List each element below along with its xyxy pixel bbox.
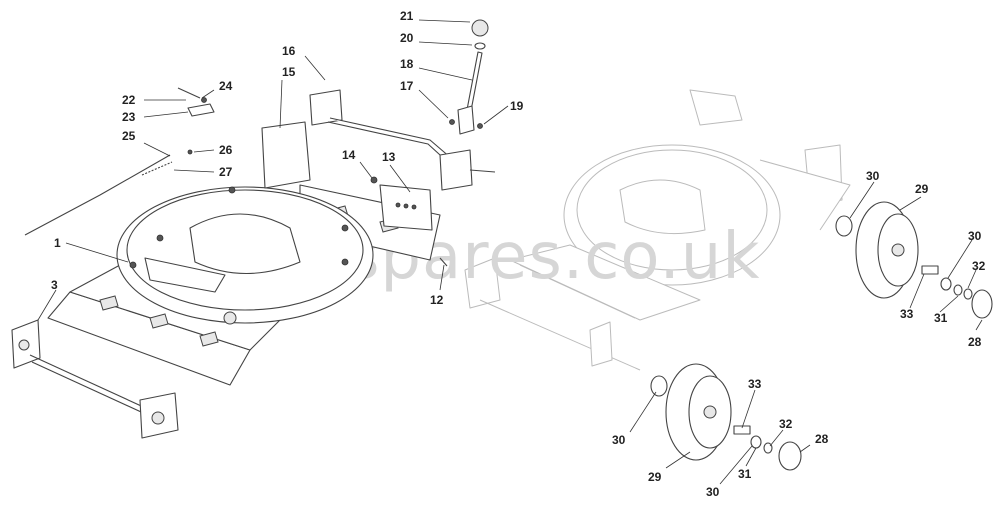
callout-12: 12	[430, 293, 444, 307]
callout-24: 24	[219, 79, 233, 93]
front-wheel-set-illustration	[650, 363, 802, 471]
callout-labels: 21 20 18 17 19 16 15 24 22 23 25 26 27 1…	[51, 9, 986, 499]
callout-23: 23	[122, 110, 136, 124]
callout-22: 22	[122, 93, 136, 107]
callout-30-front-inner: 30	[612, 433, 626, 447]
callout-15: 15	[282, 65, 296, 79]
callout-33-rear: 33	[900, 307, 914, 321]
callout-33-front: 33	[748, 377, 762, 391]
front-axle-illustration	[11, 319, 179, 439]
callout-29-front: 29	[648, 470, 662, 484]
small-parts-illustration	[24, 87, 448, 267]
callout-26: 26	[219, 143, 233, 157]
callout-31-front: 31	[738, 467, 752, 481]
callout-18: 18	[400, 57, 414, 71]
ghost-deck-illustration	[464, 89, 851, 371]
callout-3: 3	[51, 278, 58, 292]
callout-30-rear-inner: 30	[866, 169, 880, 183]
callout-31-rear: 31	[934, 311, 948, 325]
callout-27: 27	[219, 165, 233, 179]
callout-32-front: 32	[779, 417, 793, 431]
callout-19: 19	[510, 99, 524, 113]
callout-29-rear: 29	[915, 182, 929, 196]
leader-lines	[37, 19, 983, 485]
callout-25: 25	[122, 129, 136, 143]
rear-axle-illustration	[309, 89, 496, 191]
height-lever-illustration	[449, 19, 489, 135]
callout-14: 14	[342, 148, 356, 162]
mower-deck-illustration	[47, 121, 441, 386]
callout-17: 17	[400, 79, 414, 93]
callout-20: 20	[400, 31, 414, 45]
callout-28-rear: 28	[968, 335, 982, 349]
callout-1: 1	[54, 236, 61, 250]
callout-13: 13	[382, 150, 396, 164]
callout-21: 21	[400, 9, 414, 23]
callout-28-front: 28	[815, 432, 829, 446]
callout-30-rear-outer: 30	[968, 229, 982, 243]
callout-32-rear: 32	[972, 259, 986, 273]
callout-30-front-outer: 30	[706, 485, 720, 499]
rear-wheel-set-illustration	[835, 201, 993, 319]
callout-16: 16	[282, 44, 296, 58]
